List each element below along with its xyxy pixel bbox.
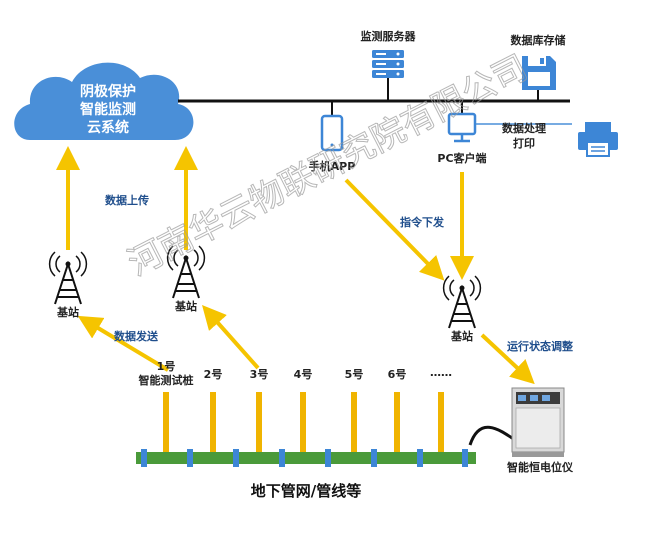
cable: [468, 425, 516, 446]
pile-5-label: 5号: [345, 368, 364, 381]
pile-3-label: 3号: [250, 368, 269, 381]
pipe-joints: [141, 449, 468, 467]
command-down-label: 指令下发: [400, 215, 445, 229]
test-pile-4: [300, 392, 306, 454]
rectifier-label: 智能恒电位仪: [507, 460, 574, 474]
base-station-label-3: 基站: [450, 329, 473, 343]
test-pile-1: [163, 392, 169, 454]
pipeline-bar: [136, 452, 476, 464]
base-station-label-2: 基站: [174, 299, 197, 313]
phone-icon: [320, 114, 344, 152]
status-adjust-label: 运行状态调整: [507, 339, 573, 353]
arrow-station-to-rectifier: [480, 333, 535, 385]
arrow-phone-to-station: [344, 178, 445, 281]
printer-label-2: 打印: [513, 136, 535, 150]
cloud-title-line1: 阴极保护: [80, 83, 136, 100]
server-label: 监测服务器: [361, 29, 417, 43]
database-icon: [522, 56, 556, 90]
base-station-label-1: 基站: [56, 305, 79, 319]
pile-6-label: 6号: [388, 368, 407, 381]
pile-2-label: 2号: [204, 368, 223, 381]
rectifier-icon: [511, 387, 565, 457]
printer-icon: [578, 122, 618, 157]
cloud-title-line2: 智能监测: [79, 101, 136, 118]
pile-more-label: ……: [430, 366, 452, 379]
cloud-title-line3: 云系统: [87, 119, 129, 136]
test-pile-7: [438, 392, 444, 454]
pile-1-number: 1号: [157, 360, 176, 373]
data-upload-label: 数据上传: [105, 193, 149, 207]
pipeline-label: 地下管网/管线等: [251, 482, 361, 500]
test-pile-6: [394, 392, 400, 454]
test-pile-3: [256, 392, 262, 454]
antenna-tower-icon: [166, 245, 206, 299]
pile-4-label: 4号: [294, 368, 313, 381]
arrow-send-right: [202, 305, 260, 370]
cloud-icon: [14, 62, 194, 140]
test-pile-2: [210, 392, 216, 454]
printer-label-1: 数据处理: [502, 121, 546, 135]
pile-1-name: 智能测试桩: [139, 373, 194, 387]
antenna-tower-icon: [48, 251, 88, 305]
antenna-tower-icon: [442, 275, 482, 329]
test-piles: [163, 392, 444, 454]
server-icon: [372, 50, 404, 78]
phone-label: 手机APP: [309, 159, 356, 173]
database-label: 数据库存储: [511, 33, 566, 47]
test-pile-5: [351, 392, 357, 454]
pc-label: PC客户端: [437, 151, 486, 165]
arrow-send-left: [77, 315, 170, 372]
watermark-text: 河南华云物联研究院有限公司: [122, 48, 534, 284]
data-send-label: 数据发送: [114, 329, 159, 343]
pc-icon: [447, 112, 477, 143]
